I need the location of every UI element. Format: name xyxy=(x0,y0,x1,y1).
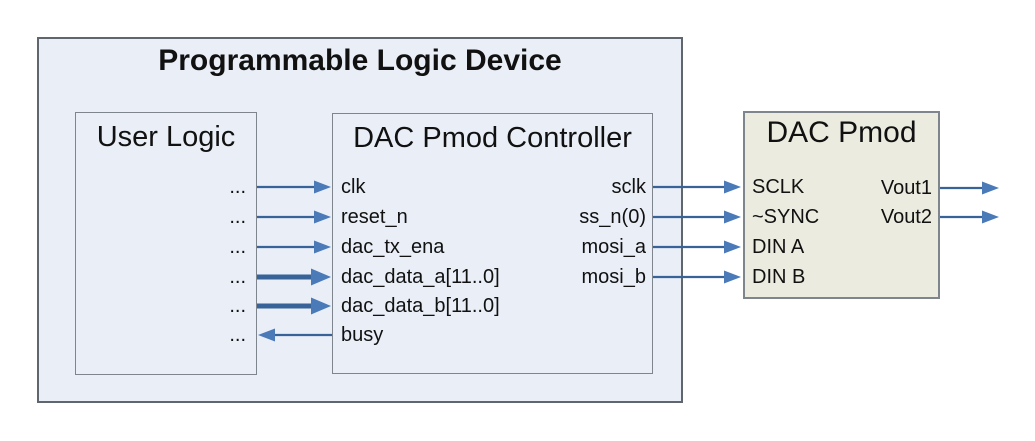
user-logic-title: User Logic xyxy=(96,121,236,153)
user-logic-port-stub: ... xyxy=(229,295,246,317)
controller-port-busy: busy xyxy=(341,324,384,346)
controller-port-dac-tx-ena: dac_tx_ena xyxy=(341,236,445,258)
user-logic-port-stub: ... xyxy=(229,236,246,258)
user-logic-port-stub: ... xyxy=(229,176,246,198)
controller-port-reset-n: reset_n xyxy=(341,206,408,228)
controller-port-mosi-b: mosi_b xyxy=(581,266,646,288)
controller-title: DAC Pmod Controller xyxy=(353,122,632,154)
pmod-port-din-a: DIN A xyxy=(752,236,805,258)
pmod-port-sync: ~SYNC xyxy=(752,206,820,228)
controller-port-dac-data-a: dac_data_a[11..0] xyxy=(341,266,500,288)
user-logic-box xyxy=(75,112,257,375)
dac-pmod-box xyxy=(743,111,940,299)
pmod-port-sclk: SCLK xyxy=(752,176,805,198)
arrow-vout1 xyxy=(940,181,999,195)
dac-pmod-controller-box xyxy=(332,113,653,374)
pld-title: Programmable Logic Device xyxy=(158,44,562,77)
pmod-port-din-b: DIN B xyxy=(752,266,806,288)
user-logic-port-stub: ... xyxy=(229,206,246,228)
user-logic-port-stub: ... xyxy=(229,266,246,288)
pmod-title: DAC Pmod xyxy=(766,116,917,149)
controller-port-clk: clk xyxy=(341,176,366,198)
controller-port-ss-n: ss_n(0) xyxy=(579,206,646,228)
arrow-vout2 xyxy=(940,210,999,224)
controller-port-sclk: sclk xyxy=(611,176,646,198)
user-logic-port-stub: ... xyxy=(229,324,246,346)
pmod-port-vout2: Vout2 xyxy=(880,206,932,228)
pmod-port-vout1: Vout1 xyxy=(880,177,932,199)
controller-port-dac-data-b: dac_data_b[11..0] xyxy=(341,295,500,317)
controller-port-mosi-a: mosi_a xyxy=(581,236,646,258)
